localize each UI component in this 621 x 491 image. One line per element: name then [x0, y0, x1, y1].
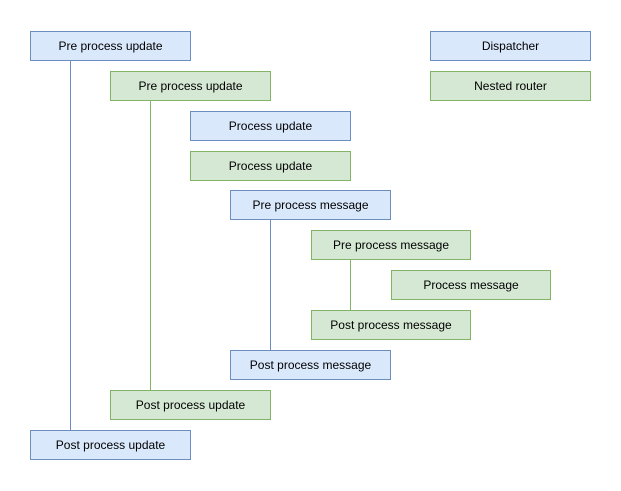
connector-router-update-lifeline	[150, 100, 151, 390]
node-process-update-dispatcher: Process update	[190, 111, 351, 141]
node-post-process-message-router: Post process message	[311, 310, 471, 340]
node-process-update-dispatcher-label: Process update	[228, 119, 313, 133]
connector-dispatcher-message-lifeline	[270, 220, 271, 350]
node-pre-process-update-router: Pre process update	[110, 71, 271, 101]
node-pre-process-message-router-label: Pre process message	[332, 238, 450, 252]
node-pre-process-message-dispatcher-label: Pre process message	[252, 198, 369, 212]
node-post-process-message-dispatcher: Post process message	[230, 350, 391, 380]
connector-router-message-lifeline	[350, 259, 351, 310]
node-process-update-router: Process update	[190, 151, 351, 181]
legend-dispatcher: Dispatcher	[430, 31, 591, 61]
node-process-message-router-label: Process message	[423, 278, 519, 292]
node-post-process-message-dispatcher-label: Post process message	[249, 358, 372, 372]
node-pre-process-message-router: Pre process message	[311, 230, 471, 260]
node-post-process-update-dispatcher: Post process update	[30, 430, 191, 460]
legend-nested-router-label: Nested router	[474, 79, 547, 93]
node-post-process-message-router-label: Post process message	[330, 318, 452, 332]
legend-nested-router: Nested router	[430, 71, 591, 101]
node-pre-process-update-router-label: Pre process update	[138, 79, 243, 93]
node-pre-process-message-dispatcher: Pre process message	[230, 190, 391, 220]
node-post-process-update-router: Post process update	[110, 390, 271, 420]
node-pre-process-update-dispatcher: Pre process update	[30, 31, 191, 61]
node-post-process-update-dispatcher-label: Post process update	[55, 438, 166, 452]
legend-dispatcher-label: Dispatcher	[481, 39, 540, 53]
node-pre-process-update-dispatcher-label: Pre process update	[58, 39, 163, 53]
connector-dispatcher-update-lifeline	[70, 61, 71, 430]
node-process-message-router: Process message	[391, 270, 551, 300]
node-process-update-router-label: Process update	[228, 159, 313, 173]
node-post-process-update-router-label: Post process update	[135, 398, 246, 412]
